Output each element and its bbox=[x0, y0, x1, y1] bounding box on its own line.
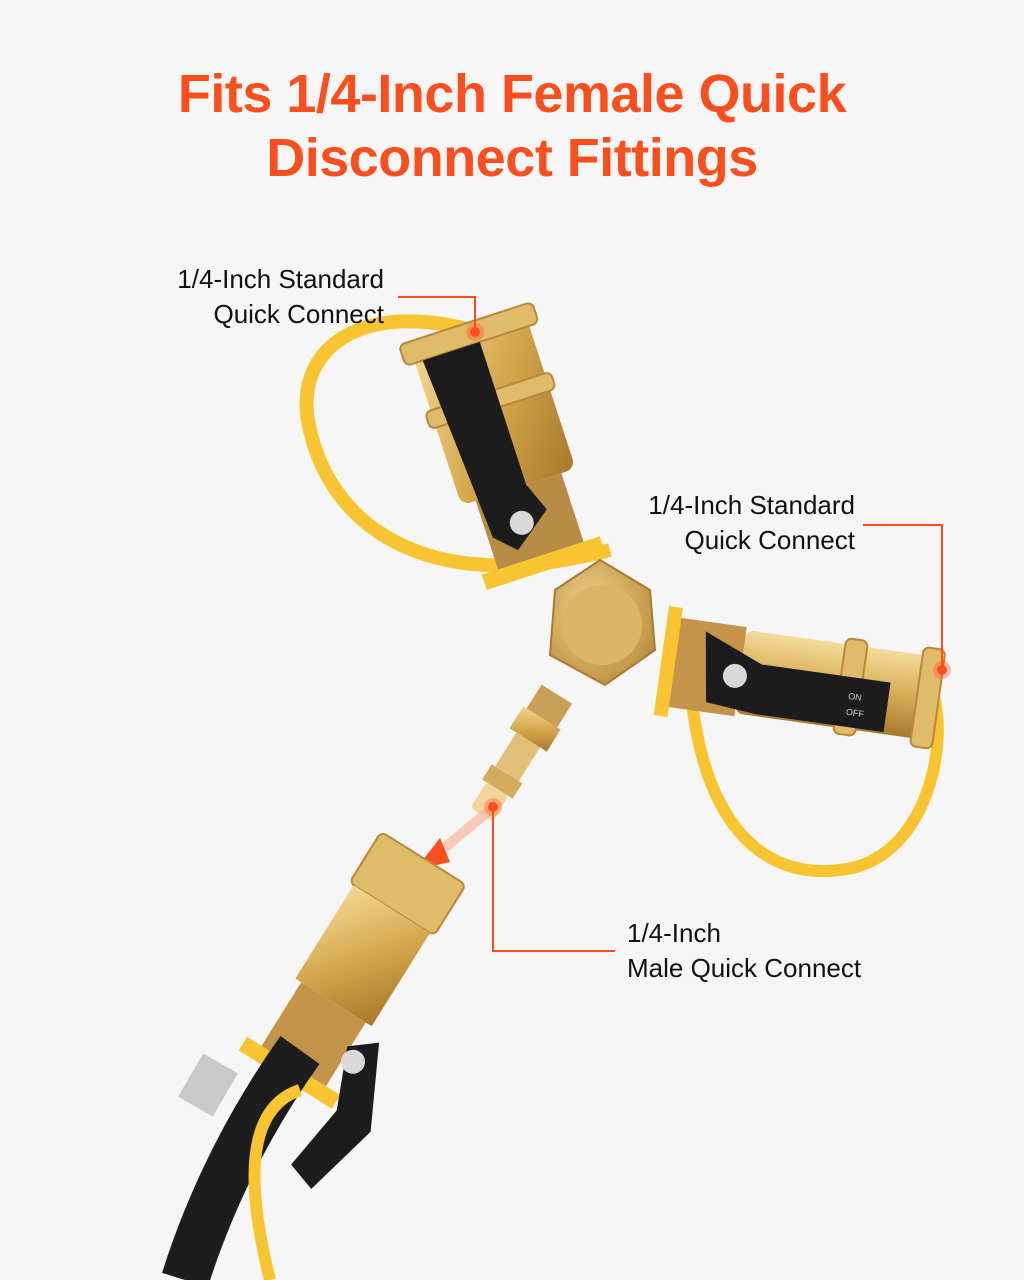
callout-line-2: Male Quick Connect bbox=[627, 953, 862, 983]
callout-male-plug: 1/4-Inch Male Quick Connect bbox=[627, 916, 927, 986]
callout-line-1: 1/4-Inch Standard bbox=[177, 264, 384, 294]
black-hose bbox=[162, 1036, 320, 1280]
top-left-coupler bbox=[299, 302, 612, 590]
valve-on-label: ON bbox=[848, 691, 863, 703]
valve-handle bbox=[705, 631, 891, 733]
leader-lines bbox=[398, 296, 951, 952]
y-splitter-hub bbox=[548, 558, 657, 687]
callout-top-left-coupler: 1/4-Inch Standard Quick Connect bbox=[120, 262, 384, 332]
valve-handle bbox=[422, 341, 547, 551]
headline: Fits 1/4-Inch Female Quick Disconnect Fi… bbox=[0, 62, 1024, 190]
headline-line-1: Fits 1/4-Inch Female Quick bbox=[177, 64, 847, 124]
male-plug bbox=[472, 684, 573, 820]
callout-right-coupler: 1/4-Inch Standard Quick Connect bbox=[590, 488, 855, 558]
cap-strap bbox=[299, 314, 612, 573]
cap-strap bbox=[248, 1084, 303, 1280]
callout-line-2: Quick Connect bbox=[213, 299, 384, 329]
callout-line-1: 1/4-Inch bbox=[627, 918, 721, 948]
callout-line-2: Quick Connect bbox=[684, 525, 855, 555]
valve-handle bbox=[291, 1042, 380, 1189]
callout-line-1: 1/4-Inch Standard bbox=[648, 490, 855, 520]
cap-strap bbox=[684, 655, 944, 878]
right-coupler: ON OFF bbox=[653, 606, 946, 878]
headline-line-2: Disconnect Fittings bbox=[266, 128, 758, 188]
valve-off-label: OFF bbox=[845, 707, 865, 719]
